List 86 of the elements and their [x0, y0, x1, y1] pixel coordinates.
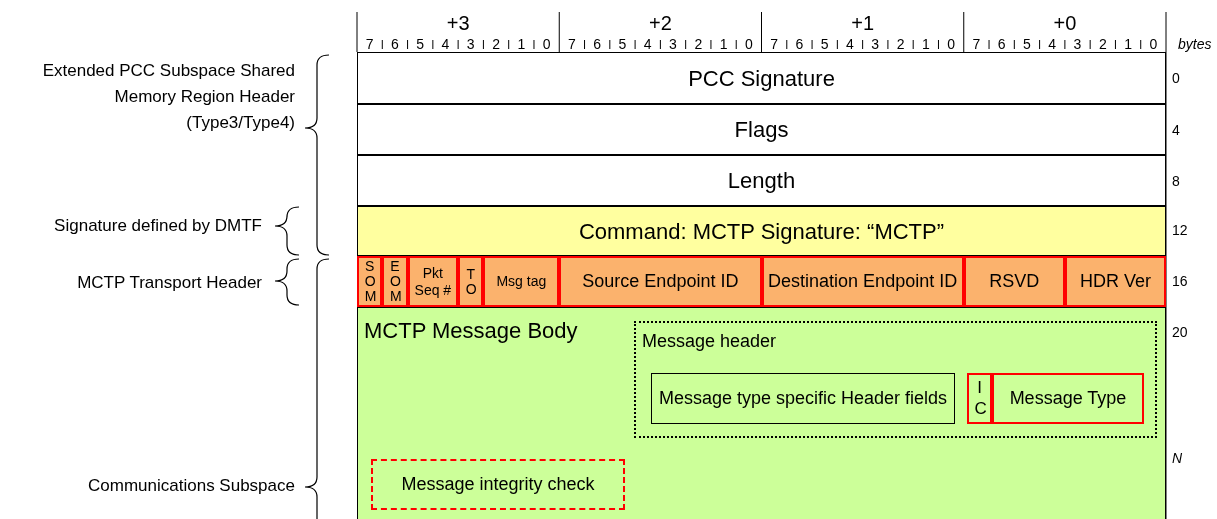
field-label: HDR Ver [1079, 269, 1151, 293]
bit-number: 4 [1047, 35, 1058, 54]
bit-number: 6 [794, 35, 805, 54]
field-box [382, 256, 408, 307]
bit-number: 1 [516, 35, 527, 54]
field-label: I C [974, 378, 985, 419]
field-label: PCC Signature [688, 64, 835, 93]
field-label: RSVD [989, 269, 1040, 293]
bit-number: 2 [693, 35, 704, 54]
bracket-label: Extended PCC Subspace Shared Memory Region Header (Type3/Type4) [41, 60, 295, 134]
field-box [992, 373, 1144, 424]
field-label: Source Endpoint ID [582, 269, 739, 293]
field-box [761, 256, 964, 307]
bit-number: 1 [718, 35, 729, 54]
field-label: Length [727, 167, 796, 195]
field-box [651, 373, 955, 424]
field-label: Message Type [1009, 387, 1127, 410]
bit-number: 7 [769, 35, 780, 54]
field-label: Message integrity check [401, 473, 595, 496]
field-label: Message type specific Header fields [658, 387, 948, 411]
field-label: E O M [389, 259, 400, 304]
bit-number: 7 [567, 35, 577, 54]
bit-number: 6 [996, 35, 1007, 54]
bit-number: 3 [870, 35, 881, 54]
offset-label: 4 [1172, 121, 1181, 140]
field-box [357, 256, 383, 307]
field-label: Flags [734, 116, 789, 144]
field-box [407, 256, 459, 307]
bit-number: 7 [971, 35, 982, 54]
byte-offset-label: +2 [647, 11, 673, 36]
bit-number: 2 [895, 35, 906, 54]
field-label: Message header [642, 330, 777, 353]
field-label: Command: MCTP Signature: “MCTP” [578, 217, 945, 246]
unit-label: bytes [1178, 35, 1213, 54]
bit-number: 0 [1148, 35, 1159, 54]
field-box [963, 256, 1065, 307]
dotted-frame [634, 321, 1157, 438]
bit-number: 5 [415, 35, 426, 54]
bit-number: 1 [1123, 35, 1133, 54]
field-row [357, 52, 1166, 104]
offset-label: 16 [1172, 272, 1189, 291]
bracket-label: Communications Subspace [87, 475, 295, 497]
field-box [1064, 256, 1166, 307]
field-row [357, 155, 1166, 206]
bit-number: 3 [1072, 35, 1083, 54]
bit-number: 4 [440, 35, 451, 54]
field-box [967, 373, 992, 424]
offset-label: 0 [1172, 69, 1181, 88]
bit-number: 5 [617, 35, 628, 54]
bit-number: 0 [743, 35, 754, 54]
bracket-label: Signature defined by DMTF [53, 215, 262, 237]
field-row [357, 206, 1166, 256]
offset-label: N [1172, 449, 1184, 468]
offset-label: 12 [1172, 221, 1189, 240]
bit-number: 3 [465, 35, 476, 54]
offset-label: 20 [1172, 323, 1189, 342]
dashed-box [371, 459, 625, 510]
bit-number: 0 [541, 35, 552, 54]
field-box [559, 256, 762, 307]
field-label: S O M [364, 259, 375, 304]
bit-number: 3 [668, 35, 678, 54]
field-box [483, 256, 560, 307]
offset-label: 8 [1172, 172, 1181, 191]
byte-offset-label: +1 [850, 11, 876, 36]
bit-number: 6 [592, 35, 603, 54]
field-label: MCTP Message Body [364, 317, 578, 345]
field-label: Msg tag [496, 273, 547, 290]
body-region [357, 307, 1166, 519]
bit-number: 1 [920, 35, 931, 54]
bit-number: 6 [390, 35, 400, 54]
field-label: Pkt Seq # [413, 264, 453, 299]
bit-number: 7 [364, 35, 375, 54]
bit-number: 5 [819, 35, 830, 54]
bit-number: 4 [642, 35, 653, 54]
byte-offset-label: +3 [445, 11, 471, 36]
bit-number: 2 [1097, 35, 1108, 54]
field-label: T O [465, 266, 476, 297]
bit-number: 4 [845, 35, 855, 54]
field-box [458, 256, 484, 307]
bit-number: 2 [491, 35, 501, 54]
field-row [357, 104, 1166, 155]
bit-number: 5 [1022, 35, 1032, 54]
bit-number: 0 [946, 35, 956, 54]
field-label: Destination Endpoint ID [768, 269, 958, 293]
bracket-label: MCTP Transport Header [76, 272, 262, 294]
byte-offset-label: +0 [1052, 11, 1078, 36]
